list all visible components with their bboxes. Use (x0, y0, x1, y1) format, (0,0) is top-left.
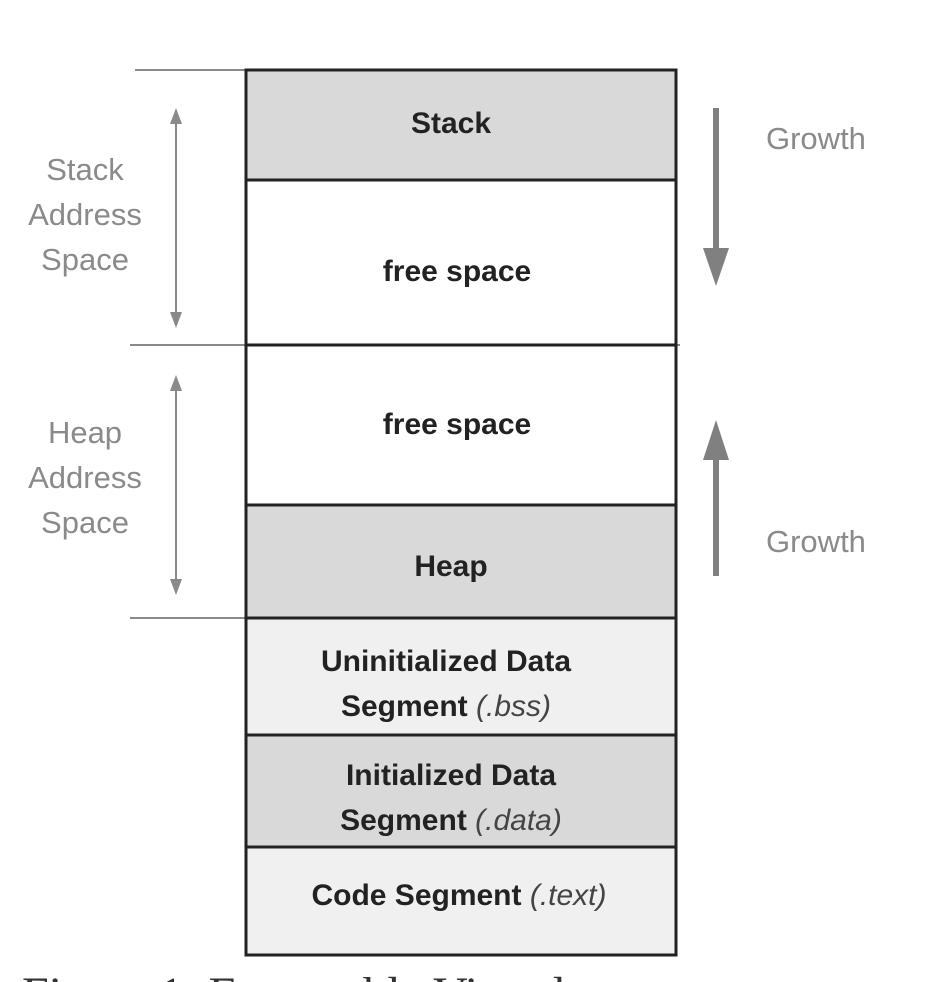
text-close-paren: ) (594, 879, 607, 912)
bss-segment-label-line2: Segment (.bss) (341, 690, 551, 723)
text-segment-words: Code Segment (311, 879, 521, 912)
text-ext: .text (540, 879, 598, 912)
stack-growth-down-arrow (703, 108, 729, 286)
data-segment-label-line2: Segment (.data) (340, 804, 562, 837)
stack-segment-label: Stack (411, 107, 491, 140)
data-segment-word: Segment (340, 804, 467, 837)
stack-growth-label: Growth (766, 121, 866, 156)
stack-address-space-line3: Space (41, 242, 129, 277)
bss-segment-word: Segment (341, 690, 468, 723)
heap-address-space-line3: Space (41, 505, 129, 540)
heap-growth-up-arrow (703, 420, 729, 576)
bss-close-paren: ) (538, 690, 551, 723)
stack-address-space-line1: Stack (46, 152, 124, 187)
data-open-paren: ( (467, 804, 488, 837)
heap-address-space-arrow (170, 375, 182, 595)
bss-segment-label-line1: Uninitialized Data (321, 645, 571, 678)
heap-address-space-line2: Address (28, 460, 142, 495)
stack-segment (244, 68, 678, 182)
free-space-lower-label: free space (383, 408, 531, 441)
text-segment-label: Code Segment (.text) (311, 879, 606, 912)
stack-address-space-arrow (170, 108, 182, 328)
free-space-upper-segment (244, 178, 678, 347)
text-segment (244, 845, 678, 957)
bss-ext: .bss (486, 690, 541, 723)
heap-address-space-line1: Heap (48, 415, 122, 450)
free-space-lower-segment (244, 343, 678, 507)
bss-open-paren: ( (468, 690, 489, 723)
free-space-upper-label: free space (383, 255, 531, 288)
heap-segment-label: Heap (414, 550, 487, 583)
text-open-paren: ( (522, 879, 543, 912)
data-segment-label-line1: Initialized Data (346, 759, 556, 792)
stack-address-space-line2: Address (28, 197, 142, 232)
heap-growth-label: Growth (766, 524, 866, 559)
data-ext: .data (485, 804, 552, 837)
figure-caption: Figure 1: Executable Virtual (22, 968, 566, 982)
data-close-paren: ) (549, 804, 562, 837)
